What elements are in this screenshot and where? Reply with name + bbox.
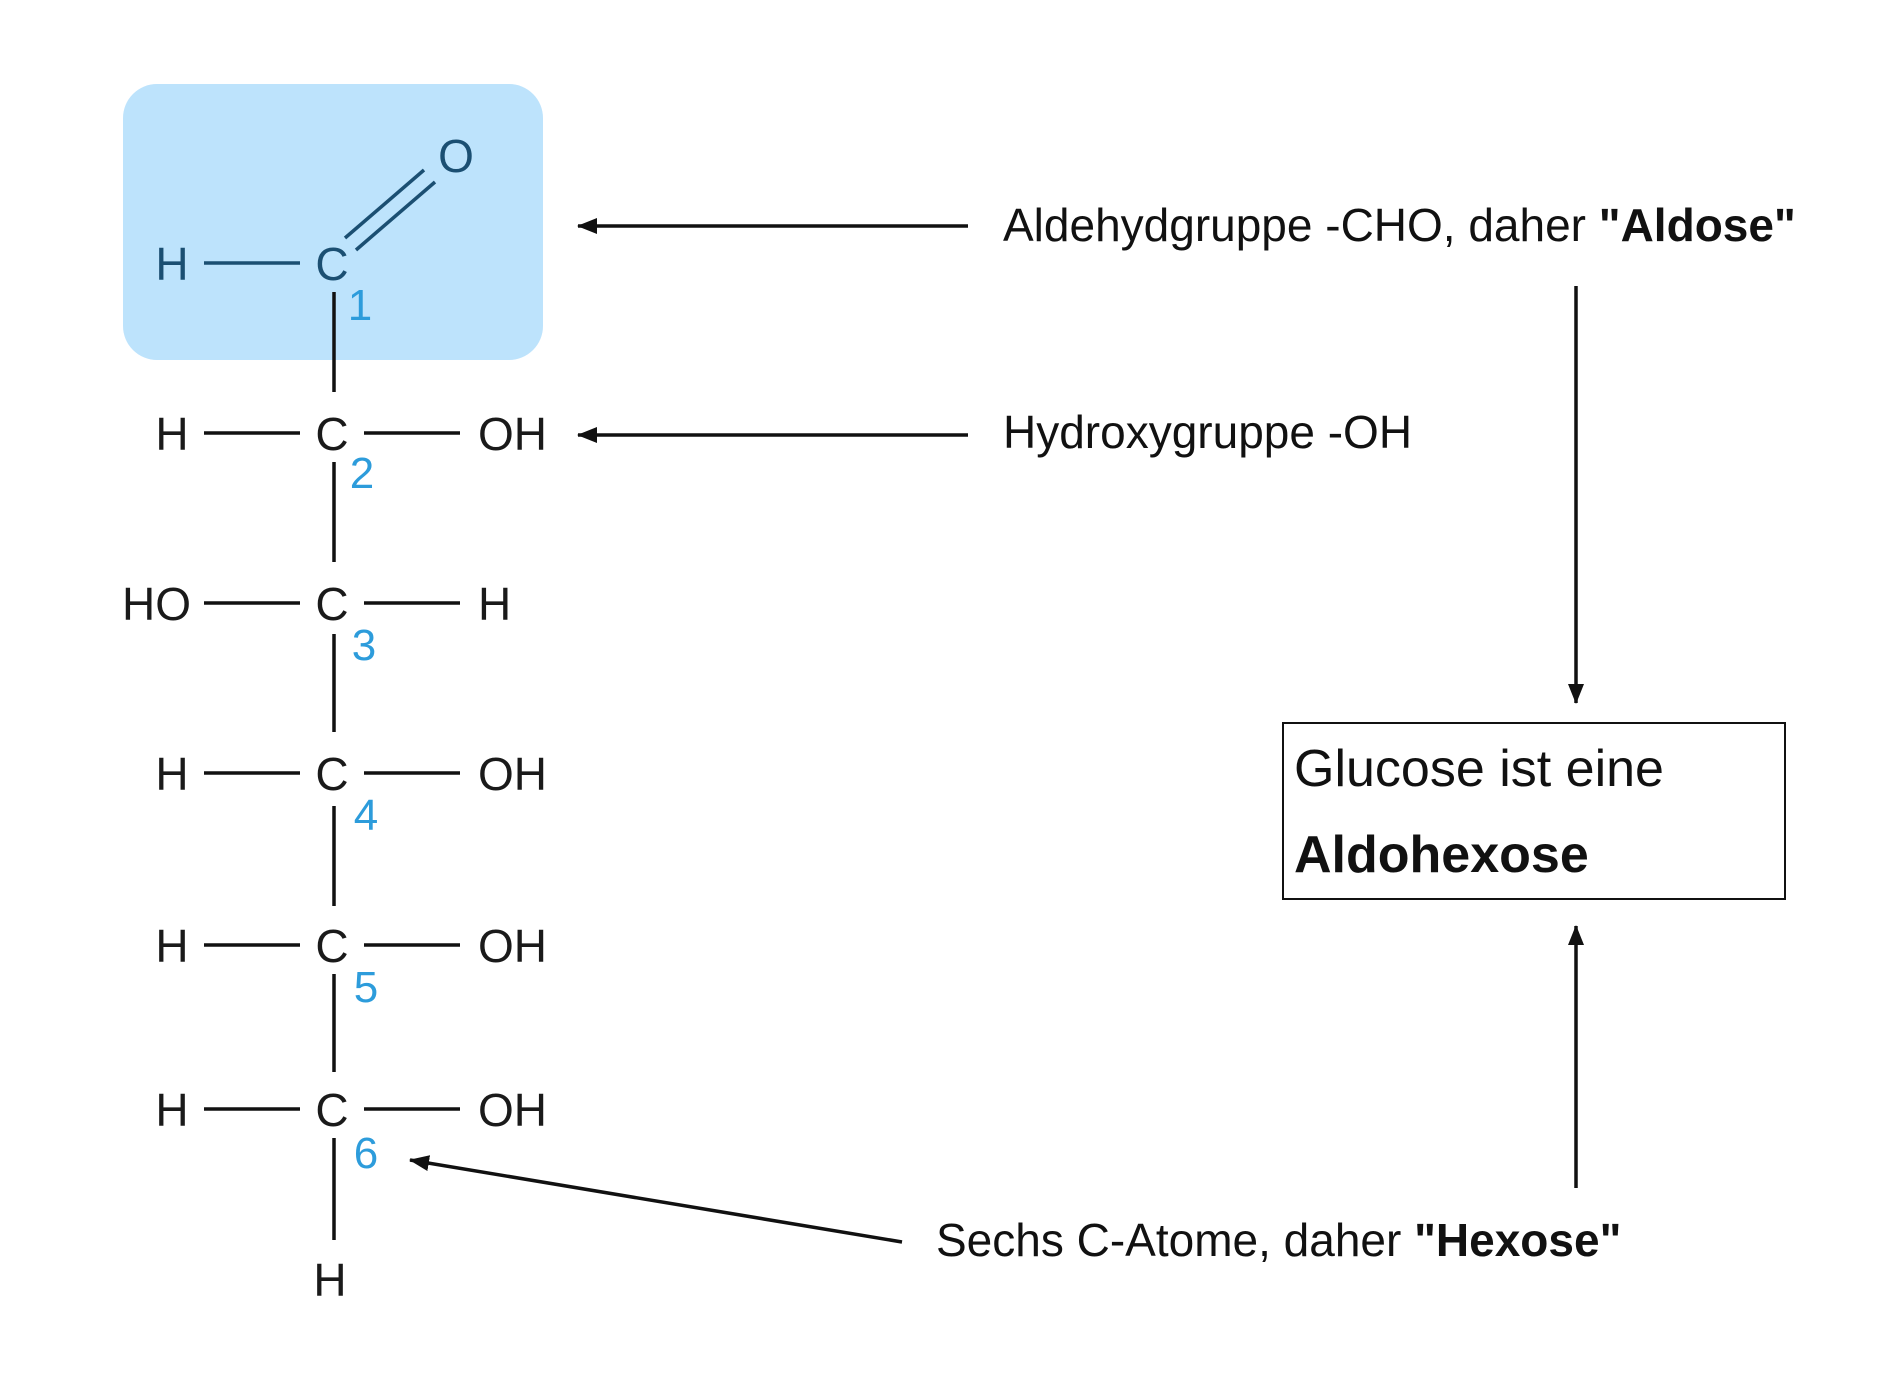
carbon-2: C xyxy=(315,408,348,460)
carbon-number-5: 5 xyxy=(354,963,378,1012)
bottom-hydrogen: H xyxy=(313,1254,346,1306)
double-bond-c1-o-b xyxy=(354,180,437,252)
c6-right-substituent: OH xyxy=(478,1084,547,1136)
carbon-6: C xyxy=(315,1084,348,1136)
hexose-annotation-bold: "Hexose" xyxy=(1414,1214,1621,1266)
aldehyde-annotation: Aldehydgruppe -CHO, daher "Aldose" xyxy=(1003,199,1796,251)
hexose-annotation-text: Sechs C-Atome, daher xyxy=(936,1214,1414,1266)
carbon-number-1: 1 xyxy=(348,281,372,330)
c5-left-substituent: H xyxy=(155,920,188,972)
aldehyde-annotation-text: Aldehydgruppe -CHO, daher xyxy=(1003,199,1599,251)
aldehyde-hydrogen: H xyxy=(155,238,188,290)
hexose-annotation: Sechs C-Atome, daher "Hexose" xyxy=(936,1214,1621,1266)
c6-left-substituent: H xyxy=(155,1084,188,1136)
c2-left-substituent: H xyxy=(155,408,188,460)
carbon-number-6: 6 xyxy=(354,1129,378,1178)
carbon-4: C xyxy=(315,748,348,800)
carbon-3: C xyxy=(315,578,348,630)
carbon-number-3: 3 xyxy=(352,621,376,670)
carbon-5: C xyxy=(315,920,348,972)
c4-right-substituent: OH xyxy=(478,748,547,800)
carbon-number-4: 4 xyxy=(354,791,378,840)
double-bond-c1-o-a xyxy=(343,168,426,240)
carbon-number-2: 2 xyxy=(350,449,374,498)
carbon-1: C xyxy=(315,238,348,290)
c2-right-substituent: OH xyxy=(478,408,547,460)
aldehyde-highlight-box xyxy=(123,84,543,360)
result-box xyxy=(1282,722,1786,900)
arrow-to-carbon-6 xyxy=(409,1155,903,1244)
result-line-1: Glucose ist eine xyxy=(1294,740,1664,798)
hydroxy-annotation: Hydroxygruppe -OH xyxy=(1003,406,1412,458)
c5-right-substituent: OH xyxy=(478,920,547,972)
aldehyde-oxygen: O xyxy=(438,130,474,182)
c3-right-substituent: H xyxy=(478,578,511,630)
c4-left-substituent: H xyxy=(155,748,188,800)
aldehyde-annotation-bold: "Aldose" xyxy=(1599,199,1796,251)
result-line-2: Aldohexose xyxy=(1294,826,1589,884)
c3-left-substituent: HO xyxy=(122,578,191,630)
